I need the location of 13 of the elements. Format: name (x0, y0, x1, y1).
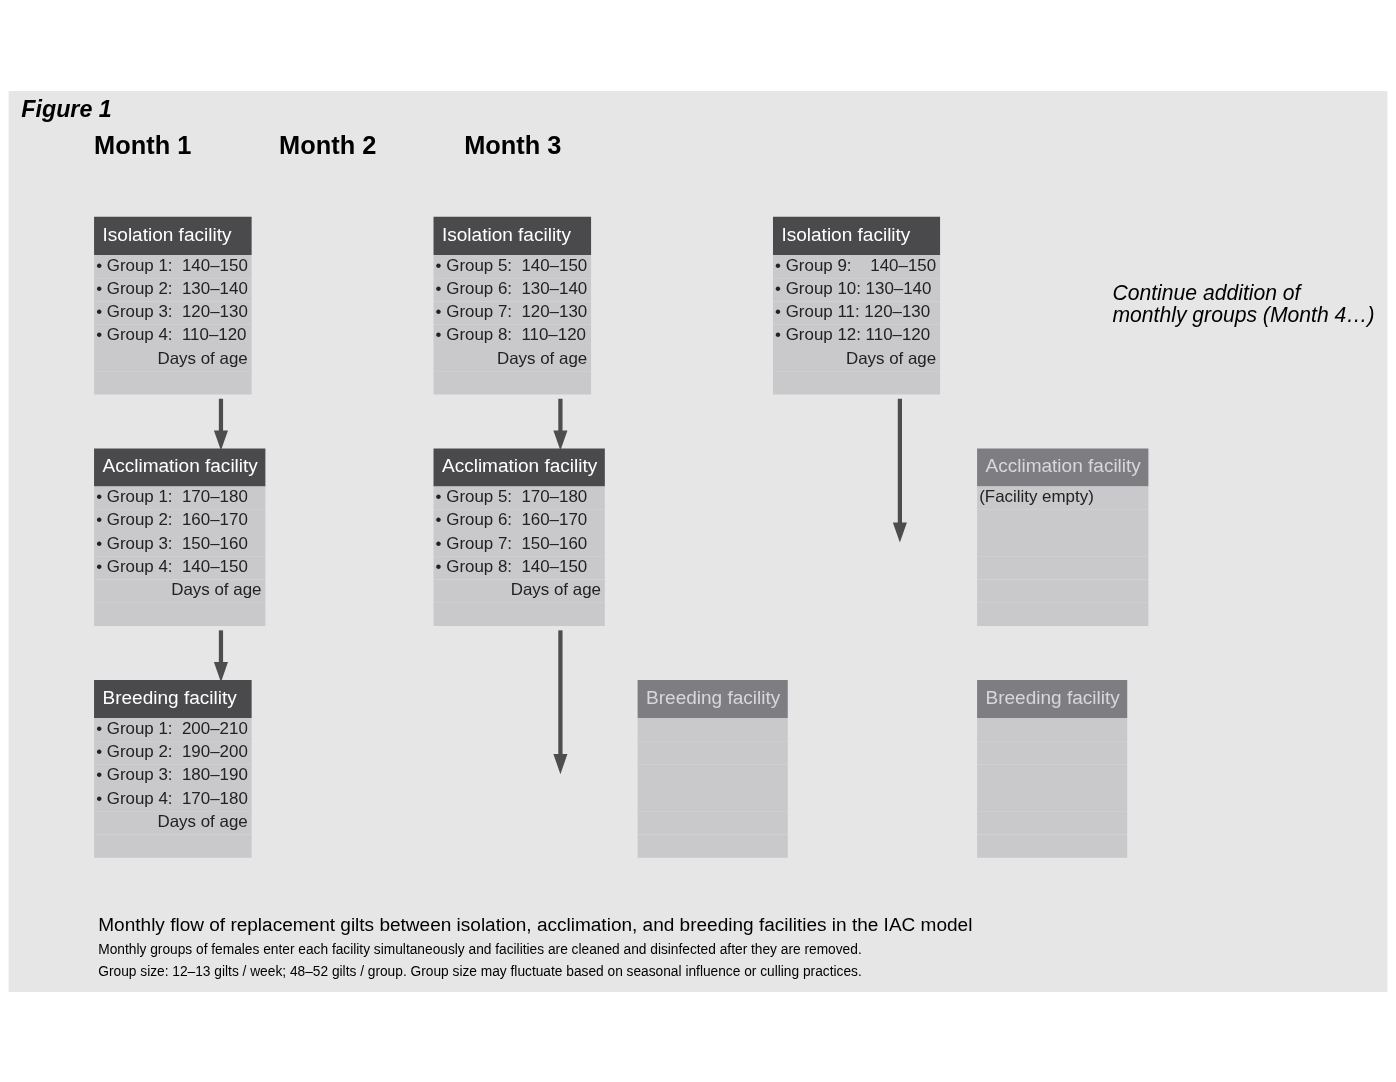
label: Continue addition of monthly groups (Month 4…) (1112, 280, 1375, 326)
label: Monthly groups of females enter each facility simultaneously and facilities are cleaned and disinfected after they are removed. (98, 941, 862, 957)
diagram-title: Figure 1 (21, 95, 112, 122)
arrow (553, 398, 568, 451)
arrow (892, 398, 907, 543)
arrow (553, 629, 568, 774)
label: Month 1 (94, 130, 192, 159)
arrow (213, 629, 228, 682)
label: Month 2 (279, 130, 377, 159)
label: Month 3 (464, 130, 562, 159)
arrow (213, 398, 228, 451)
caption: Monthly flow of replacement gilts between isolation, acclimation, and breeding facilities in the IAC model (98, 913, 973, 935)
label: Group size: 12–13 gilts / week; 48–52 gilts / group. Group size may fluctuate based on seasonal influence or culling practices. (98, 963, 862, 978)
